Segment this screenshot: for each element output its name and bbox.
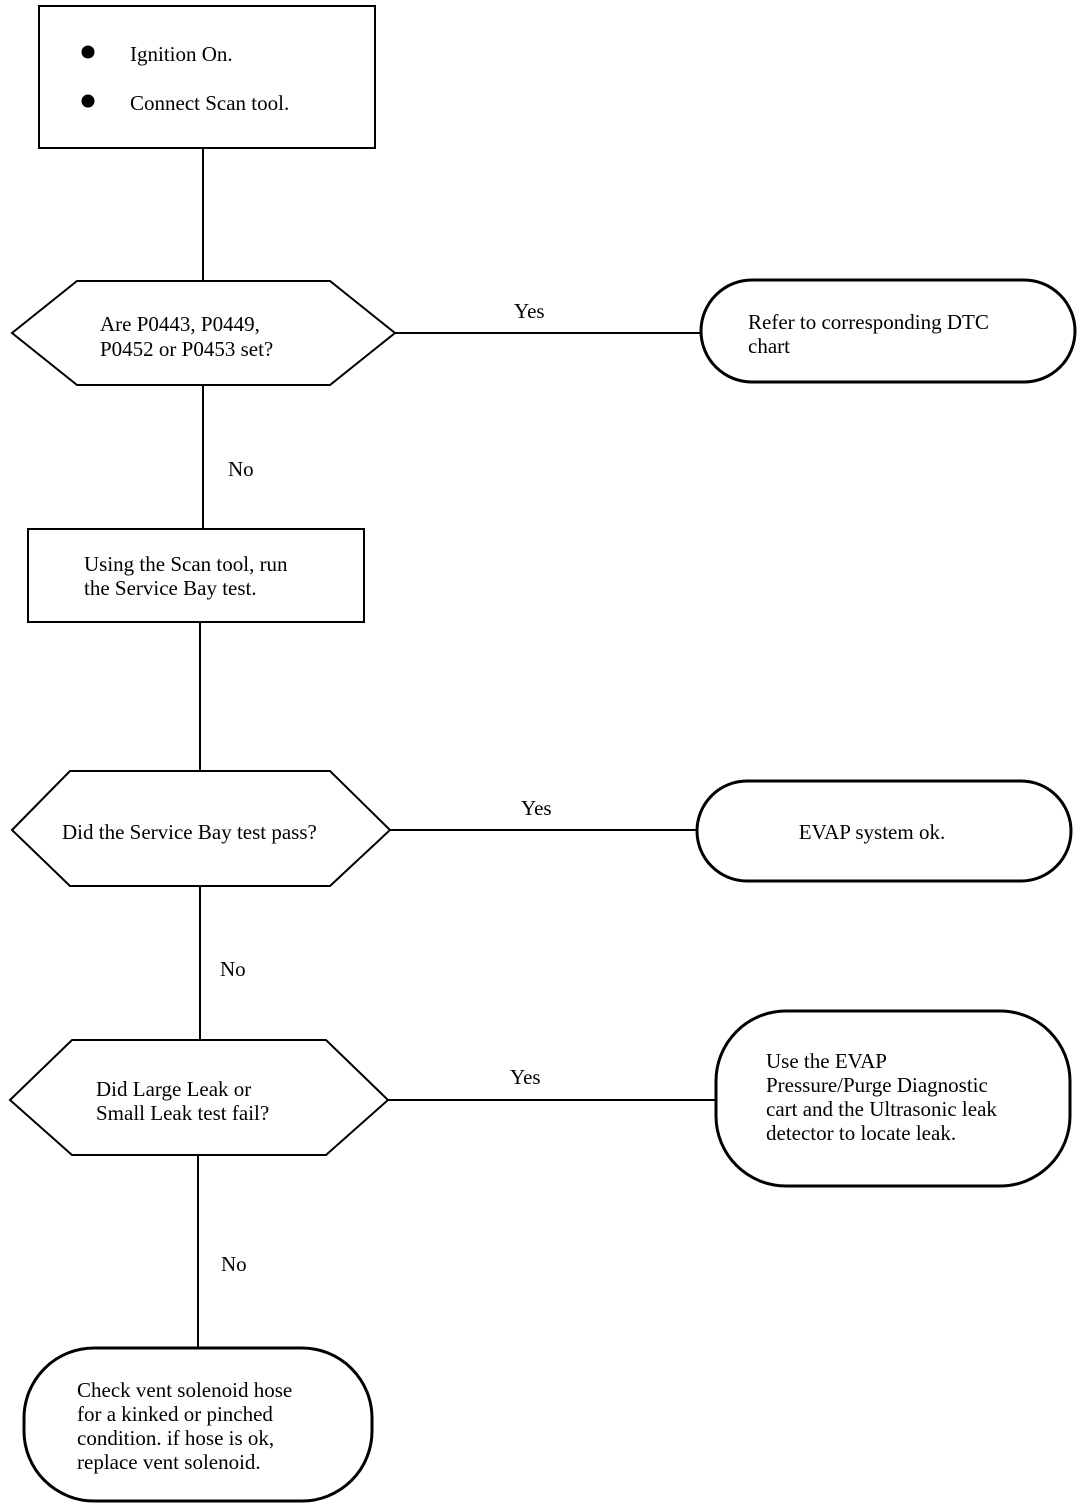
bullet-icon: [81, 94, 95, 108]
connectors: [197, 148, 716, 1348]
final-line-1: Check vent solenoid hose: [77, 1378, 292, 1402]
decision-2-line-1: Did the Service Bay test pass?: [62, 820, 317, 844]
decision-3-line-1: Did Large Leak or: [96, 1077, 251, 1101]
step-2-line-1: Using the Scan tool, run: [84, 552, 288, 576]
decision-3-no-label: No: [221, 1252, 247, 1276]
decision-3-yes-label: Yes: [510, 1065, 541, 1089]
final-terminal: Check vent solenoid hose for a kinked or…: [22, 1346, 374, 1503]
start-box: Ignition On. Connect Scan tool.: [38, 5, 376, 149]
result-3-line-3: cart and the Ultrasonic leak: [766, 1097, 997, 1121]
decision-3-line-2: Small Leak test fail?: [96, 1101, 269, 1125]
final-line-3: condition. if hose is ok,: [77, 1426, 274, 1450]
step-2-line-2: the Service Bay test.: [84, 576, 257, 600]
result-3-line-2: Pressure/Purge Diagnostic: [766, 1073, 988, 1097]
decision-3: Did Large Leak or Small Leak test fail?: [8, 1039, 390, 1156]
result-1-line-1: Refer to corresponding DTC: [748, 310, 989, 334]
bullet-icon: [81, 45, 95, 59]
decision-2-yes-label: Yes: [521, 796, 552, 820]
step-2-box: Using the Scan tool, run the Service Bay…: [27, 528, 365, 623]
result-3-line-1: Use the EVAP: [766, 1049, 887, 1073]
start-bullet-2: Connect Scan tool.: [130, 91, 289, 115]
result-1-line-2: chart: [748, 334, 790, 358]
result-3-line-4: detector to locate leak.: [766, 1121, 956, 1145]
decision-2: Did the Service Bay test pass?: [10, 770, 392, 887]
decision-2-no-label: No: [220, 957, 246, 981]
decision-1-yes-label: Yes: [514, 299, 545, 323]
decision-1: Are P0443, P0449, P0452 or P0453 set?: [10, 280, 397, 386]
result-2-line-1: EVAP system ok.: [799, 820, 945, 844]
start-bullet-1: Ignition On.: [130, 42, 233, 66]
decision-1-no-label: No: [228, 457, 254, 481]
final-line-2: for a kinked or pinched: [77, 1402, 273, 1426]
decision-1-line-1: Are P0443, P0449,: [100, 312, 260, 336]
result-1-terminal: Refer to corresponding DTC chart: [699, 278, 1077, 384]
decision-1-line-2: P0452 or P0453 set?: [100, 337, 273, 361]
final-line-4: replace vent solenoid.: [77, 1450, 261, 1474]
result-2-terminal: EVAP system ok.: [695, 779, 1073, 883]
result-3-terminal: Use the EVAP Pressure/Purge Diagnostic c…: [714, 1009, 1072, 1188]
